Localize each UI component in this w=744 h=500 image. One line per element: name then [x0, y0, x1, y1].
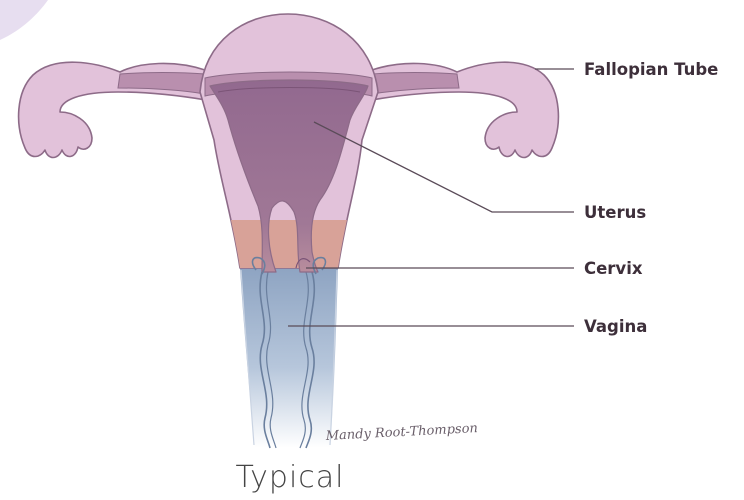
diagram-caption: Typical — [236, 460, 345, 495]
label-cervix: Cervix — [584, 259, 643, 278]
label-vagina: Vagina — [584, 317, 647, 336]
vagina — [240, 268, 338, 448]
left-fallopian-tube — [19, 62, 206, 157]
label-fallopian-tube: Fallopian Tube — [584, 60, 718, 79]
corner-decoration — [0, 0, 48, 40]
label-uterus: Uterus — [584, 203, 646, 222]
artist-signature: Mandy Root-Thompson — [324, 421, 478, 444]
uterus — [180, 14, 400, 272]
cervix-band — [180, 220, 400, 272]
right-fallopian-tube — [371, 62, 558, 157]
